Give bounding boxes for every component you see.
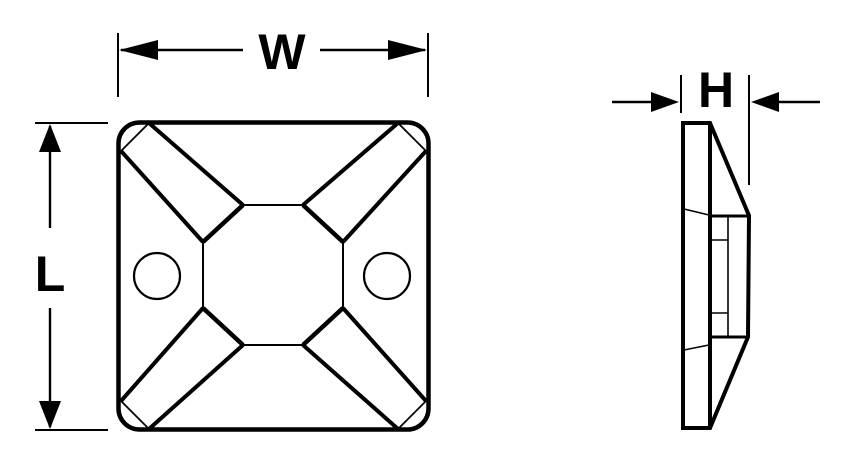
channel-bottom-right-edge-a — [301, 343, 400, 431]
octagon-top-right-side — [301, 203, 345, 244]
side-view — [681, 121, 752, 430]
channel-bottom-left-edge-a — [147, 343, 245, 431]
width-dimension: W — [117, 24, 429, 97]
length-dimension: L — [35, 122, 108, 431]
octagon-bottom-right-side — [301, 306, 345, 347]
channel-top-right-edge-a — [301, 121, 400, 207]
channel-bottom-right-edge-b — [341, 306, 428, 403]
chamfer-bottom-left — [120, 400, 150, 430]
screw-hole-left — [132, 251, 182, 301]
width-label: W — [258, 24, 306, 80]
chamfer-top-right — [397, 122, 427, 152]
width-arrowhead-right — [388, 40, 427, 60]
top-view — [116, 120, 431, 432]
side-profile-outline — [681, 121, 752, 430]
width-arrowhead-left — [119, 40, 158, 60]
height-arrowhead-right — [751, 92, 779, 112]
screw-hole-right — [362, 251, 412, 301]
height-arrowhead-left — [651, 92, 679, 112]
channel-top-right-edge-b — [341, 149, 428, 244]
channel-top-left-edge-b — [119, 149, 205, 244]
octagon-bottom-left-side — [201, 306, 245, 347]
side-break-line-upper — [683, 208, 710, 216]
length-arrowhead-top — [39, 124, 61, 152]
length-arrowhead-bottom — [39, 401, 61, 429]
length-label: L — [35, 246, 66, 302]
chamfer-bottom-right — [397, 400, 427, 430]
channel-bottom-left-edge-b — [119, 306, 205, 403]
channel-top-left-edge-a — [147, 121, 245, 207]
height-dimension: H — [612, 62, 820, 185]
mount-base-outline — [116, 120, 431, 432]
chamfer-top-left — [120, 122, 150, 152]
height-label: H — [698, 62, 734, 118]
side-break-line-lower — [683, 344, 710, 351]
octagon-top-left-side — [201, 203, 245, 244]
